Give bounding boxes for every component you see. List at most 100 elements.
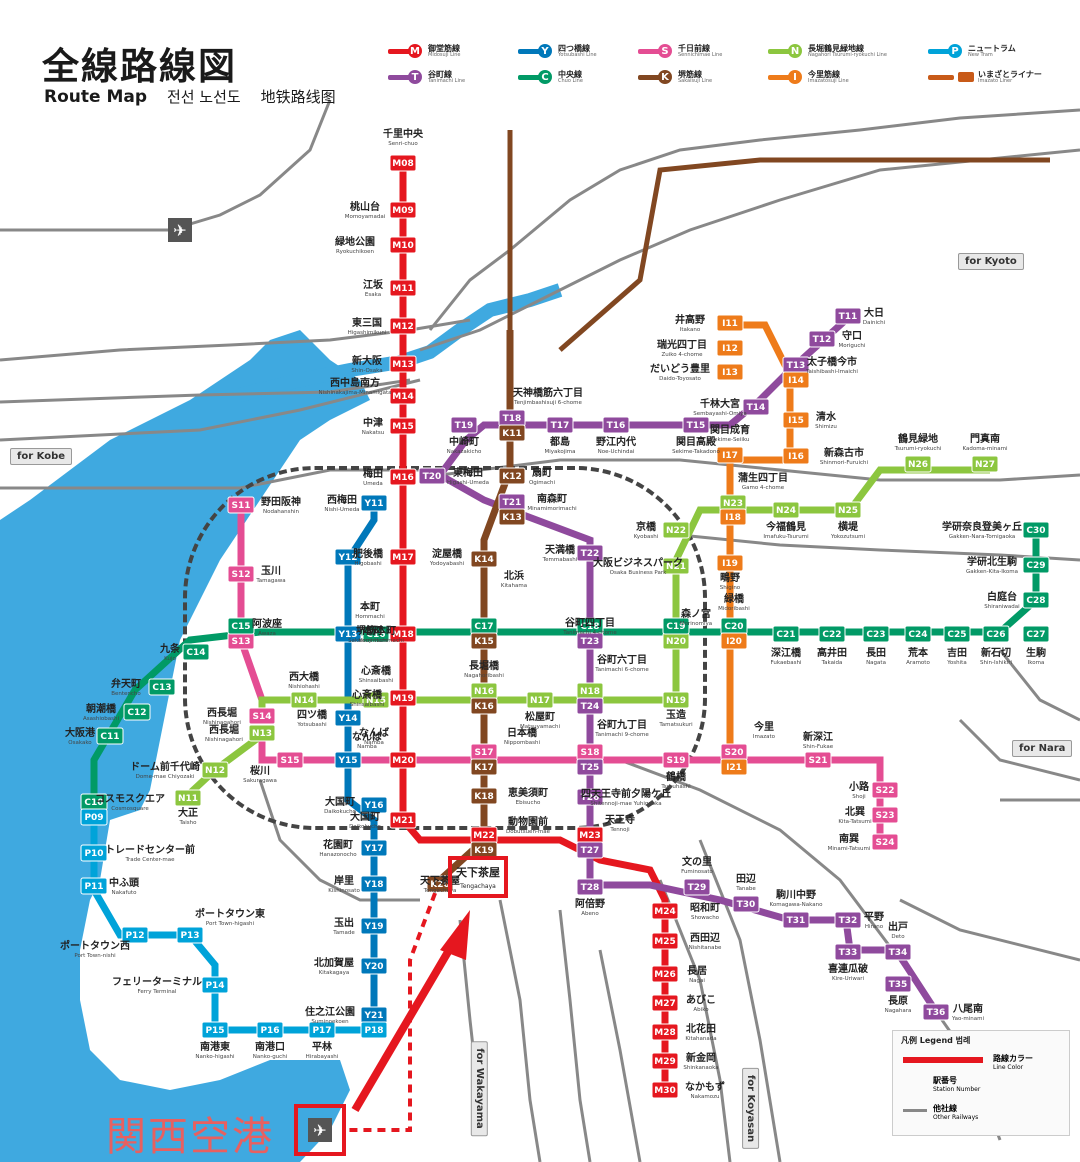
svg-text:T25: T25 xyxy=(581,763,600,773)
station-chip-p11: P11 xyxy=(80,877,108,895)
station-name-en: Minami-Tatsumi xyxy=(828,846,871,852)
direction-nara: for Nara xyxy=(1012,740,1073,757)
station-chip-t11: T11 xyxy=(834,307,862,325)
station-name-jp: 堺筋本町 xyxy=(356,624,396,637)
station-chip-p18: P18 xyxy=(360,1021,388,1039)
station-chip-s19: S19 xyxy=(662,751,690,769)
subtitle-zh: 地铁路线图 xyxy=(260,88,336,106)
station-name-en: Hirabayashi xyxy=(306,1054,339,1060)
station-name-jp: 白庭台 xyxy=(987,590,1017,603)
station-name-en: Yao-minami xyxy=(951,1016,985,1022)
station-name-en: Nishinagahori xyxy=(205,737,243,743)
svg-text:M10: M10 xyxy=(392,241,413,251)
station-name-en: Kitahanada xyxy=(685,1036,716,1042)
svg-text:M14: M14 xyxy=(392,392,413,402)
station-name-jp: 平野 xyxy=(864,911,884,923)
svg-text:M24: M24 xyxy=(654,907,675,917)
station-chip-s24: S24 xyxy=(871,833,899,851)
station-name-en: Temmabashi xyxy=(542,557,578,563)
station-chip-s12: S12 xyxy=(227,565,255,583)
svg-text:T20: T20 xyxy=(423,472,442,482)
legend-line-name-en: Midosuji Line xyxy=(428,51,461,58)
legend-line-badge: I xyxy=(788,70,802,84)
svg-text:I11: I11 xyxy=(722,319,738,329)
svg-text:M26: M26 xyxy=(654,970,675,980)
svg-text:Y14: Y14 xyxy=(337,714,357,724)
station-chip-m22: M22 xyxy=(470,826,498,844)
svg-text:K12: K12 xyxy=(502,472,522,482)
station-name-jp: 蒲生四丁目 xyxy=(738,471,788,484)
subtitle-ko: 전선 노선도 xyxy=(166,88,241,106)
svg-text:Y21: Y21 xyxy=(363,1011,383,1021)
kansai-airport-icon xyxy=(294,1104,346,1156)
station-chip-m14: M14 xyxy=(389,387,417,405)
station-chip-m20: M20 xyxy=(389,751,417,769)
station-name-en: Itakano xyxy=(680,327,701,333)
station-name-jp: 東三国 xyxy=(352,316,382,329)
station-chips: M08M09M10M11M12M13M14M15M16M17M18M19M20M… xyxy=(80,154,1050,1099)
station-chip-s23: S23 xyxy=(871,806,899,824)
svg-text:M09: M09 xyxy=(392,206,413,216)
station-name-jp: 西大橋 xyxy=(289,670,320,683)
station-name-en: Abeno xyxy=(581,911,599,917)
svg-text:K18: K18 xyxy=(474,792,494,802)
station-chip-t20: T20 xyxy=(418,467,446,485)
tengachaya-jp: 天下茶屋 xyxy=(456,865,500,879)
svg-text:S23: S23 xyxy=(875,811,894,821)
svg-text:N13: N13 xyxy=(252,729,272,739)
station-chip-c20: C20 xyxy=(720,617,748,635)
station-name-en: Abiko xyxy=(693,1007,709,1013)
station-name-en: Nagahara xyxy=(885,1008,912,1014)
svg-text:T33: T33 xyxy=(839,948,858,958)
station-chip-t18: T18 xyxy=(498,409,526,427)
station-name-jp: 本町 xyxy=(360,600,380,613)
station-name-jp: 江坂 xyxy=(363,278,384,291)
svg-text:S21: S21 xyxy=(808,756,827,766)
station-chip-y14: Y14 xyxy=(334,709,362,727)
station-name-jp: 中崎町 xyxy=(449,435,479,448)
station-chip-y11: Y11 xyxy=(360,494,388,512)
legend-line-badge: M xyxy=(408,44,422,58)
station-name-en: Nishinagahori xyxy=(203,720,241,726)
station-name-jp: 野江内代 xyxy=(596,435,636,448)
station-chip-m10: M10 xyxy=(389,236,417,254)
station-chip-p15: P15 xyxy=(201,1021,229,1039)
station-chip-n19: N19 xyxy=(662,691,690,709)
svg-text:M23: M23 xyxy=(579,831,600,841)
station-name-jp: 野田阪神 xyxy=(261,495,301,508)
station-name-en: Hommachi xyxy=(355,614,385,620)
page-title: 全線路線図 xyxy=(42,45,237,88)
station-chip-m12: M12 xyxy=(389,317,417,335)
direction-kobe: for Kobe xyxy=(10,448,73,465)
svg-text:N14: N14 xyxy=(294,696,314,706)
station-name-en: Kitakagaya xyxy=(319,970,350,976)
station-chip-i18: I18 xyxy=(719,508,747,526)
station-name-en: Sakuragawa xyxy=(243,778,277,784)
station-chip-s14: S14 xyxy=(248,707,276,725)
station-chip-c12: C12 xyxy=(123,703,151,721)
station-name-jp: 喜連瓜破 xyxy=(828,962,868,975)
legend-station-number-en: Station Number xyxy=(933,1086,981,1093)
station-chip-i21: I21 xyxy=(720,758,748,776)
svg-text:K17: K17 xyxy=(474,763,494,773)
svg-text:P15: P15 xyxy=(205,1026,224,1036)
station-name-en: Umeda xyxy=(363,481,383,487)
svg-text:C17: C17 xyxy=(474,622,493,632)
station-name-jp: 淀屋橋 xyxy=(432,547,463,560)
legend-line-name-en: Nagahori Tsurumi-ryokuchi Line xyxy=(808,51,887,58)
